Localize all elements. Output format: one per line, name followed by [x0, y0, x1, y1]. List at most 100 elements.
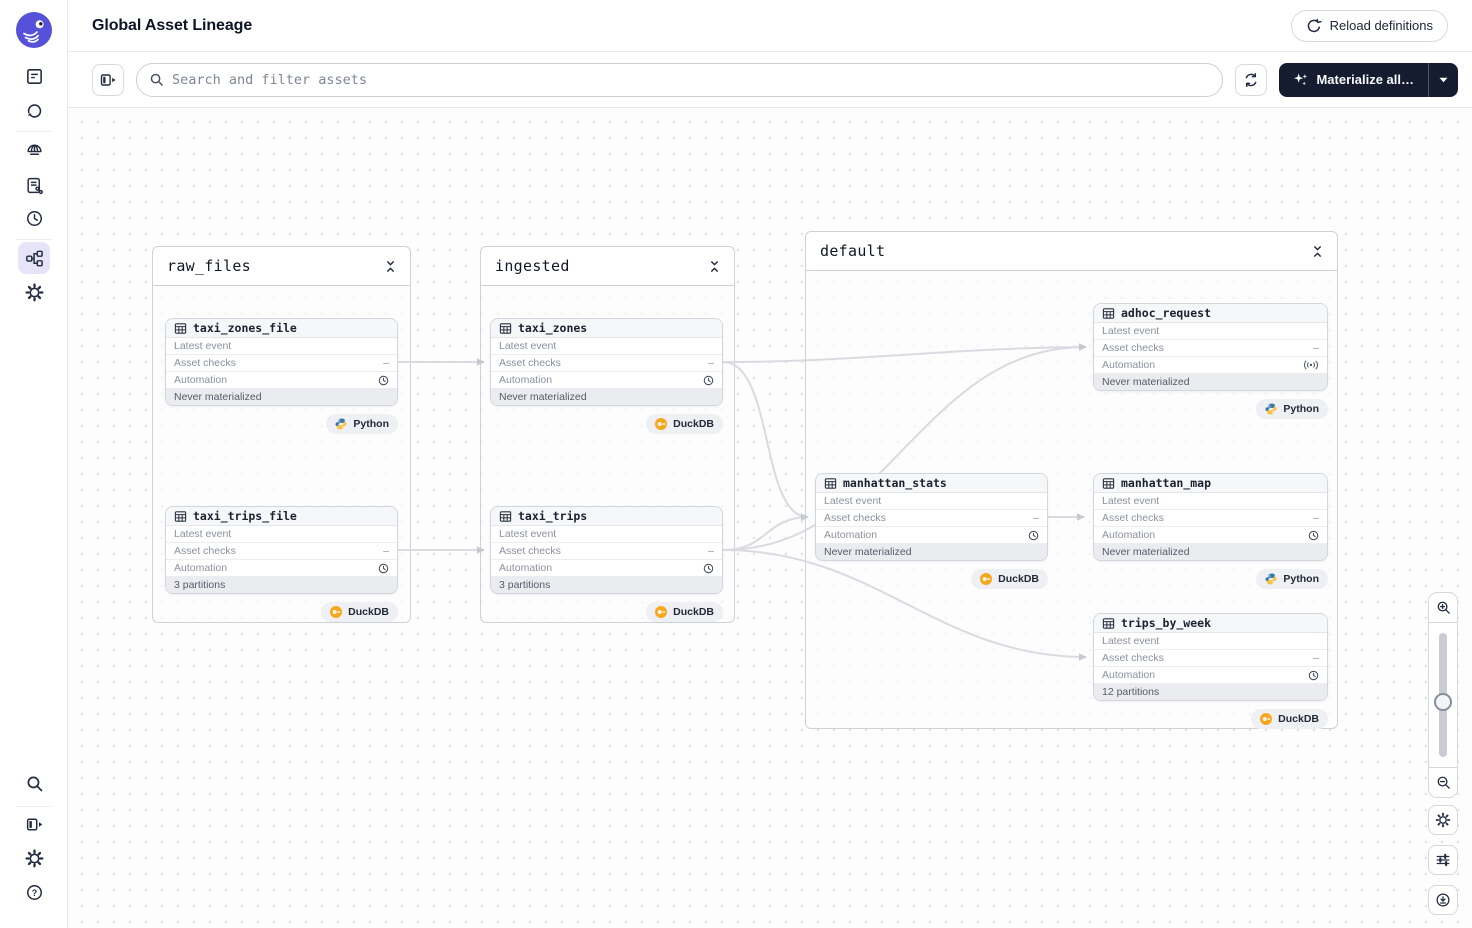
materialize-all-label: Materialize all… — [1316, 72, 1414, 87]
tag-label: DuckDB — [673, 418, 714, 430]
asset-name: taxi_trips — [518, 509, 588, 523]
sidebar-item-overview[interactable] — [18, 60, 50, 92]
sidebar-help-button[interactable]: ? — [18, 876, 50, 908]
compute-kind-tag-python[interactable]: Python — [326, 414, 398, 434]
materialization-status: 12 partitions — [1094, 684, 1327, 700]
materialization-status: 3 partitions — [166, 577, 397, 593]
graph-filters-button[interactable] — [1428, 845, 1458, 875]
asset-node-taxi_trips_file[interactable]: taxi_trips_file Latest event Asset check… — [165, 506, 398, 594]
sidebar-user-settings-button[interactable] — [18, 842, 50, 874]
asset-node-taxi_trips[interactable]: taxi_trips Latest event Asset checks– Au… — [490, 506, 723, 594]
sidebar-expand-panel-button[interactable] — [18, 808, 50, 840]
python-icon — [1265, 403, 1277, 415]
sidebar-item-deployment[interactable] — [18, 134, 50, 166]
sidebar-item-runs[interactable] — [18, 94, 50, 126]
collapse-group-icon[interactable] — [1312, 245, 1323, 258]
table-icon — [174, 510, 187, 523]
group-title: default — [820, 242, 886, 260]
asset-name: taxi_zones — [518, 321, 588, 335]
materialization-status: Never materialized — [1094, 374, 1327, 390]
asset-node-manhattan_stats[interactable]: manhattan_stats Latest event Asset check… — [815, 473, 1048, 561]
automation-label: Automation — [499, 562, 553, 574]
sidebar-search-button[interactable] — [18, 767, 50, 799]
zoom-out-button[interactable] — [1429, 767, 1457, 797]
automation-label: Automation — [174, 374, 228, 386]
zoom-slider-knob[interactable] — [1434, 693, 1452, 711]
sidebar-item-schedules[interactable] — [18, 202, 50, 234]
materialization-status: Never materialized — [816, 544, 1047, 560]
reload-icon — [1306, 18, 1322, 34]
compute-kind-tag-python[interactable]: Python — [1256, 399, 1328, 419]
automation-label: Automation — [1102, 529, 1156, 541]
storage-kind-tag-duckdb[interactable]: DuckDB — [1251, 709, 1328, 729]
asset-node-manhattan_map[interactable]: manhattan_map Latest event Asset checks–… — [1093, 473, 1328, 561]
group-header-raw-files[interactable]: raw_files — [153, 247, 410, 286]
asset-name: manhattan_stats — [843, 476, 947, 490]
storage-kind-tag-duckdb[interactable]: DuckDB — [321, 602, 398, 622]
asset-node-header: taxi_zones_file — [166, 319, 397, 338]
asset-search-bar[interactable] — [136, 62, 1224, 97]
asset-node-header: adhoc_request — [1094, 304, 1327, 323]
duckdb-icon — [1260, 713, 1273, 725]
graph-settings-button[interactable] — [1428, 805, 1458, 835]
materialization-status: Never materialized — [491, 389, 722, 405]
asset-checks-label: Asset checks — [1102, 652, 1164, 664]
asset-node-header: taxi_trips — [491, 507, 722, 526]
tag-label: DuckDB — [1278, 713, 1319, 725]
group-header-default[interactable]: default — [806, 232, 1337, 271]
asset-checks-value: – — [383, 545, 389, 557]
tag-label: DuckDB — [998, 573, 1039, 585]
clock-icon — [703, 563, 714, 574]
asset-node-taxi_zones[interactable]: taxi_zones Latest event Asset checks– Au… — [490, 318, 723, 406]
asset-checks-label: Asset checks — [499, 357, 561, 369]
storage-kind-tag-duckdb[interactable]: DuckDB — [646, 414, 723, 434]
search-input[interactable] — [172, 71, 1211, 88]
collapse-group-icon[interactable] — [709, 260, 720, 273]
sensor-icon — [1303, 360, 1319, 370]
refresh-graph-button[interactable] — [1235, 63, 1268, 96]
duckdb-icon — [655, 606, 668, 618]
storage-kind-tag-duckdb[interactable]: DuckDB — [646, 602, 723, 622]
sidebar-item-settings[interactable] — [18, 276, 50, 308]
asset-node-header: trips_by_week — [1094, 614, 1327, 633]
dagster-logo[interactable] — [16, 12, 52, 48]
download-view-button[interactable] — [1428, 885, 1458, 915]
compute-kind-tag-python[interactable]: Python — [1256, 569, 1328, 589]
zoom-in-button[interactable] — [1429, 593, 1457, 623]
lineage-toolbar: Materialize all… — [68, 52, 1472, 108]
collapse-sidebar-panel-button[interactable] — [92, 63, 124, 96]
group-header-ingested[interactable]: ingested — [481, 247, 734, 286]
storage-kind-tag-duckdb[interactable]: DuckDB — [971, 569, 1048, 589]
asset-checks-label: Asset checks — [824, 512, 886, 524]
materialize-all-button[interactable]: Materialize all… — [1279, 63, 1428, 97]
collapse-group-icon[interactable] — [385, 260, 396, 273]
tag-label: DuckDB — [348, 606, 389, 618]
latest-event-label: Latest event — [174, 528, 232, 540]
table-icon — [499, 510, 512, 523]
asset-node-trips_by_week[interactable]: trips_by_week Latest event Asset checks–… — [1093, 613, 1328, 701]
svg-text:?: ? — [31, 887, 36, 897]
asset-node-taxi_zones_file[interactable]: taxi_zones_file Latest event Asset check… — [165, 318, 398, 406]
reload-definitions-button[interactable]: Reload definitions — [1290, 9, 1448, 42]
duckdb-icon — [330, 606, 343, 618]
clock-icon — [378, 563, 389, 574]
table-icon — [1102, 307, 1115, 320]
materialize-options-dropdown-button[interactable] — [1428, 62, 1458, 97]
materialize-all-split-button: Materialize all… — [1279, 62, 1458, 97]
sidebar-item-asset-lineage[interactable] — [18, 242, 50, 274]
zoom-slider[interactable] — [1429, 623, 1457, 767]
asset-node-header: taxi_zones — [491, 319, 722, 338]
latest-event-label: Latest event — [499, 340, 557, 352]
sidebar-item-jobs[interactable] — [18, 169, 50, 201]
caret-down-icon — [1439, 77, 1448, 83]
automation-label: Automation — [174, 562, 228, 574]
asset-node-adhoc_request[interactable]: adhoc_request Latest event Asset checks–… — [1093, 303, 1328, 391]
lineage-canvas[interactable]: raw_files ingested default — [68, 108, 1472, 928]
clock-icon — [1308, 530, 1319, 541]
automation-label: Automation — [499, 374, 553, 386]
duckdb-icon — [655, 418, 668, 430]
asset-checks-value: – — [1313, 512, 1319, 524]
asset-name: manhattan_map — [1121, 476, 1212, 490]
asset-name: taxi_zones_file — [193, 321, 297, 335]
tag-label: Python — [1283, 403, 1319, 415]
